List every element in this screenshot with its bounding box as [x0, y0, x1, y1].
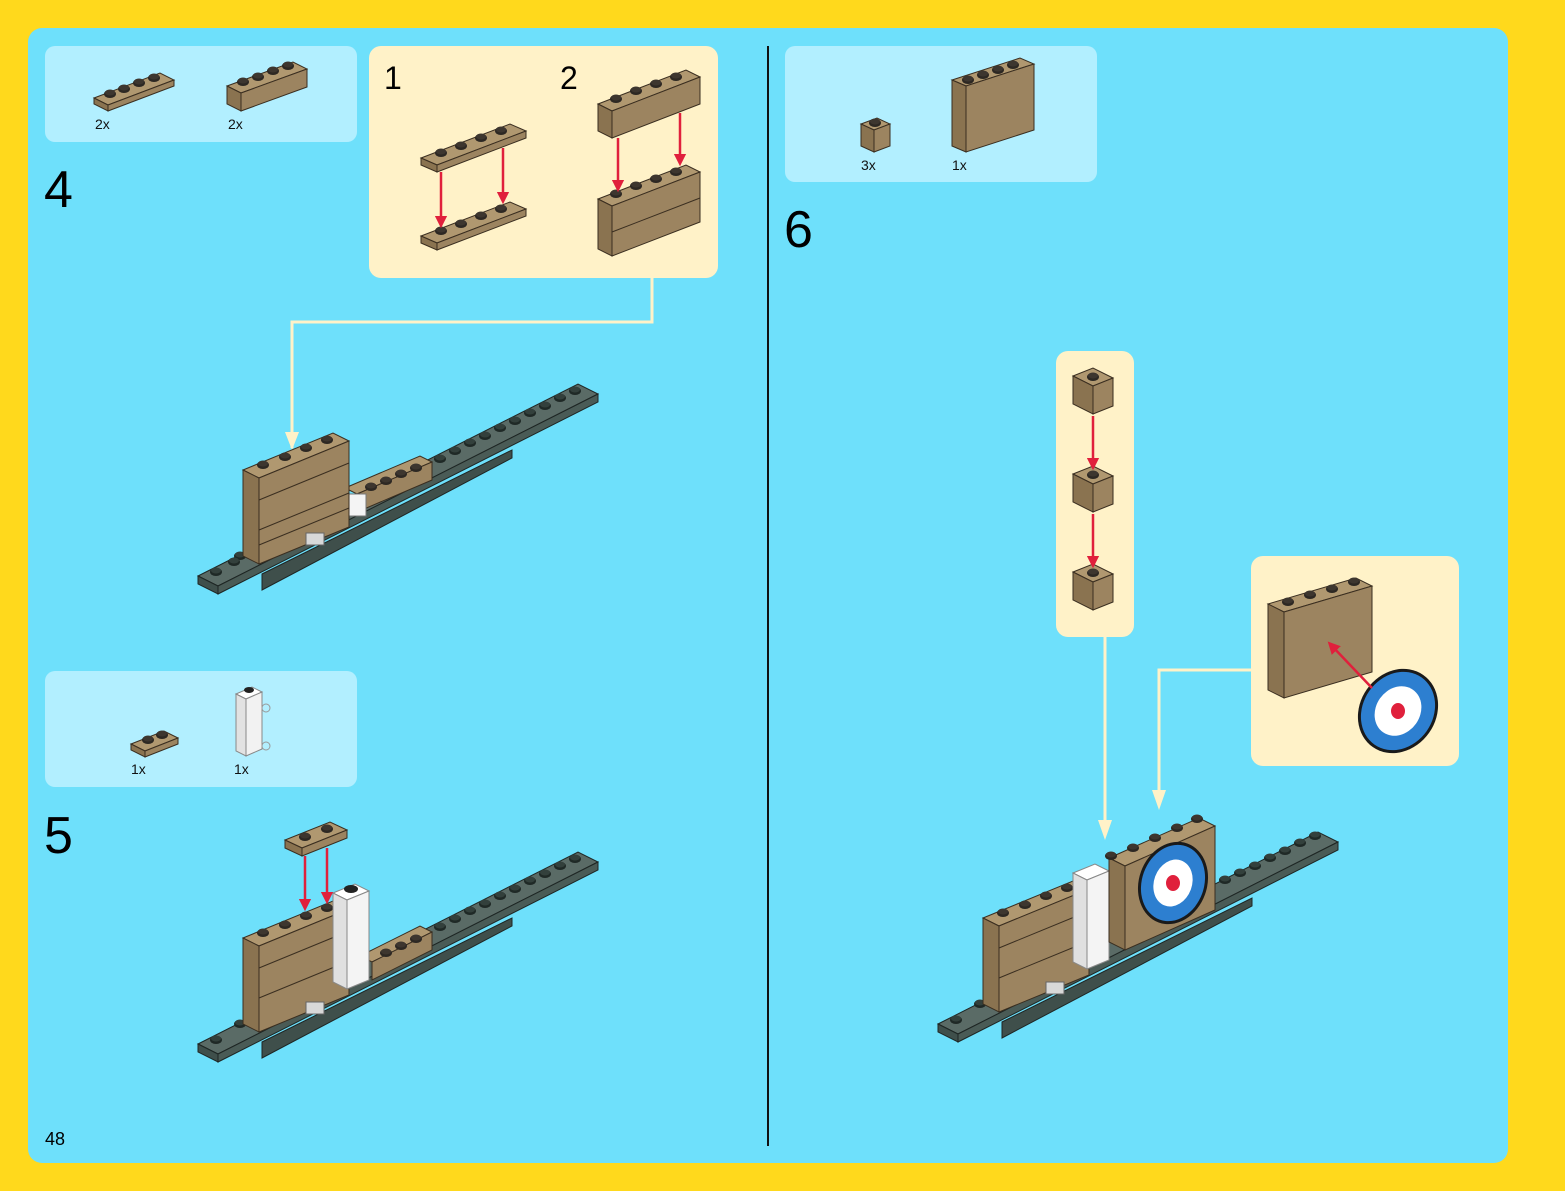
step-5-number: 5 — [44, 810, 73, 862]
step-5-part-2-qty: 1x — [234, 761, 249, 777]
step-6-brick-stack-callout — [1056, 351, 1134, 637]
step-6-part-2-qty: 1x — [952, 157, 967, 173]
step-4-part-2-qty: 2x — [228, 116, 243, 132]
step-5-parts-box — [45, 671, 357, 787]
step-4-parts-box — [45, 46, 357, 142]
substep-1-number: 1 — [384, 62, 402, 94]
step-6-parts-box — [785, 46, 1097, 182]
step-4-part-1-qty: 2x — [95, 116, 110, 132]
step-6-number: 6 — [784, 204, 813, 256]
page-divider — [767, 46, 769, 1146]
step-6-part-1-qty: 3x — [861, 157, 876, 173]
step-5-part-1-qty: 1x — [131, 761, 146, 777]
step-6-target-panel-callout — [1251, 556, 1459, 766]
step-4-subassembly-callout — [369, 46, 718, 278]
step-4-number: 4 — [44, 164, 73, 216]
page-number: 48 — [45, 1129, 65, 1150]
substep-2-number: 2 — [560, 62, 578, 94]
